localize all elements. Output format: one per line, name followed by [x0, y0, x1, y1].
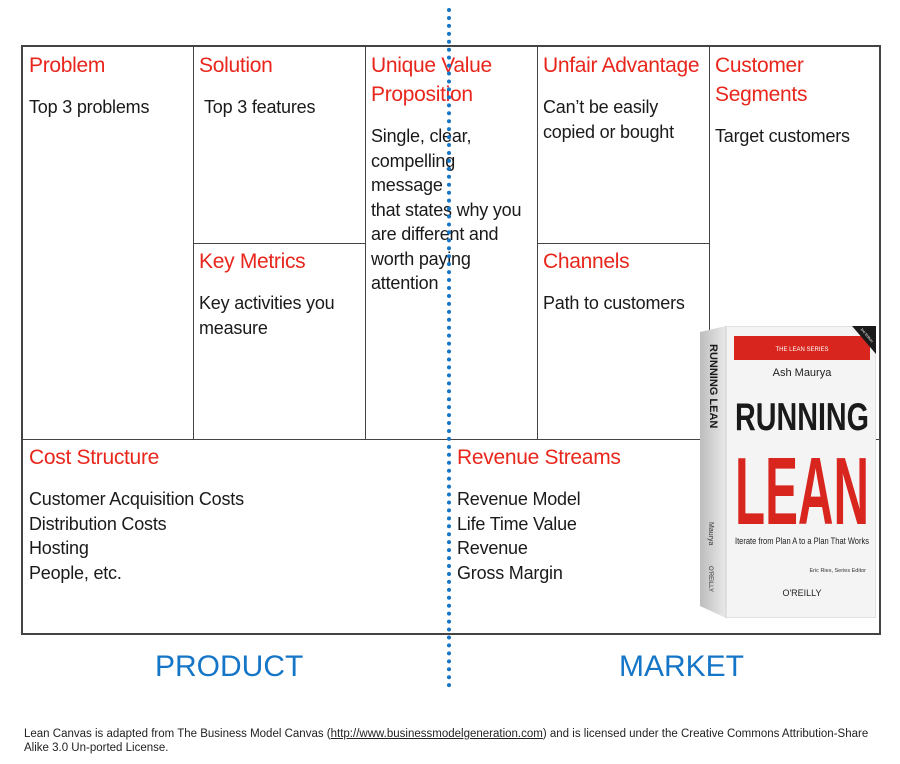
product-label: PRODUCT: [155, 650, 303, 684]
block-solution: Solution Top 3 features: [193, 47, 365, 124]
block-body: Can’t be easily copied or bought: [543, 95, 703, 144]
block-unique-value-proposition: Unique Value Proposition Single, clear, …: [365, 47, 537, 300]
business-model-link[interactable]: http://www.businessmodelgeneration.com: [331, 728, 543, 740]
block-title: Cost Structure: [29, 443, 445, 472]
block-body: Target customers: [715, 124, 873, 149]
block-title: Problem: [29, 51, 187, 80]
block-channels: Channels Path to customers: [537, 243, 709, 320]
book-publisher: O'REILLY: [782, 588, 821, 598]
book-subtitle: Iterate from Plan A to a Plan That Works: [735, 536, 869, 546]
block-body: Top 3 features: [199, 95, 359, 120]
block-body: Single, clear, compelling message that s…: [371, 124, 531, 296]
block-body: Revenue Model Life Time Value Revenue Gr…: [457, 487, 695, 585]
license-footnote: Lean Canvas is adapted from The Business…: [24, 727, 884, 755]
book-spine-publisher: O'REILLY: [707, 566, 713, 592]
footnote-text: Lean Canvas is adapted from The Business…: [24, 728, 331, 740]
book-title-running: RUNNING: [735, 396, 869, 439]
block-key-metrics: Key Metrics Key activities you measure: [193, 243, 365, 344]
block-title: Customer Segments: [715, 51, 873, 109]
block-title: Revenue Streams: [457, 443, 695, 472]
book-spine-author: Maurya: [707, 522, 714, 545]
block-title: Key Metrics: [199, 247, 359, 276]
block-title: Unfair Advantage: [543, 51, 703, 80]
block-title: Channels: [543, 247, 703, 276]
block-cost-structure: Cost Structure Customer Acquisition Cost…: [23, 439, 451, 589]
block-body: Key activities you measure: [199, 291, 359, 340]
book-author: Ash Maurya: [773, 367, 833, 379]
book-editor: Eric Ries, Series Editor: [809, 568, 866, 574]
block-customer-segments: Customer Segments Target customers: [709, 47, 879, 153]
book-spine-title: RUNNING LEAN: [707, 344, 719, 428]
market-label: MARKET: [619, 650, 744, 684]
running-lean-book-cover: THE LEAN SERIES 2nd Edition Ash Maurya R…: [700, 326, 876, 618]
block-problem: Problem Top 3 problems: [23, 47, 193, 124]
block-unfair-advantage: Unfair Advantage Can’t be easily copied …: [537, 47, 709, 148]
block-body: Top 3 problems: [29, 95, 187, 120]
block-title: Unique Value Proposition: [371, 51, 531, 109]
block-body: Path to customers: [543, 291, 703, 316]
block-title: Solution: [199, 51, 359, 80]
book-title-lean: LEAN: [735, 438, 869, 545]
book-series: THE LEAN SERIES: [775, 347, 828, 353]
product-market-divider: [447, 8, 451, 688]
block-body: Customer Acquisition Costs Distribution …: [29, 487, 445, 585]
block-revenue-streams: Revenue Streams Revenue Model Life Time …: [451, 439, 701, 589]
